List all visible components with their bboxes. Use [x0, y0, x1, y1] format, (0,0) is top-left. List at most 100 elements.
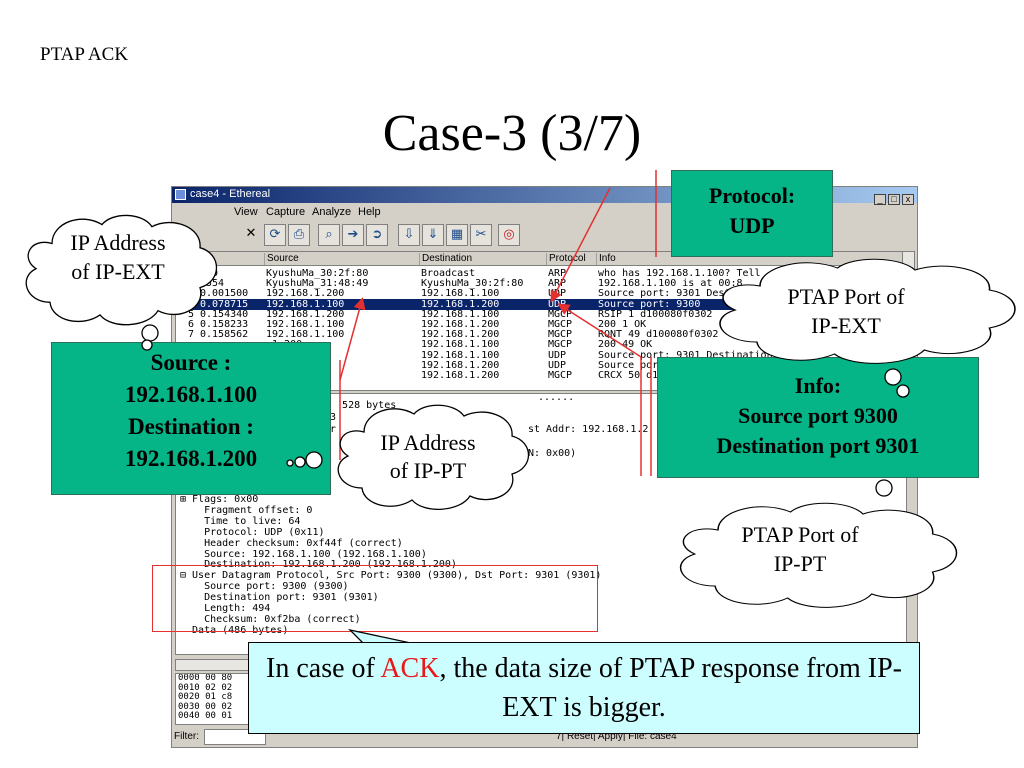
packet-source: 192.168.1.100: [266, 329, 345, 341]
packet-destination: Broadcast: [421, 268, 476, 279]
hex-row: 0010 02 02: [178, 682, 233, 693]
info-box-line: Info:: [794, 373, 842, 398]
menu-analyze[interactable]: Analyze: [312, 206, 352, 218]
app-icon: [175, 189, 186, 200]
detail-line[interactable]: Data (486 bytes): [180, 624, 289, 636]
packet-protocol: MGCP: [548, 370, 573, 381]
go-forward-icon[interactable]: ➔: [342, 224, 364, 246]
packet-destination: KyushuMa_30:2f:80: [421, 278, 524, 290]
packet-row[interactable]: 0554 KyushuMa_31:48:49 KyushuMa_30:2f:80 AR…: [176, 278, 906, 289]
packet-protocol: UDP: [548, 298, 567, 310]
source-box-line: 192.168.1.100: [124, 382, 258, 407]
detail-line[interactable]: Length: 494: [180, 603, 271, 614]
packet-source: KyushuMa_31:48:49: [266, 278, 369, 290]
packet-destination: 192.168.1.100: [421, 308, 500, 320]
cloud-ip-pt-bubble: [294, 456, 306, 468]
go-to-packet-icon[interactable]: ➲: [366, 224, 388, 246]
packet-protocol: ARP: [548, 268, 567, 279]
packet-info: 192.168.1.100 is at 00:8: [598, 278, 743, 290]
close-button[interactable]: x: [902, 194, 914, 205]
packet-protocol: MGCP: [548, 329, 573, 341]
info-box: Info: Source port 9300 Destination port …: [657, 357, 979, 478]
column-source[interactable]: Source: [264, 253, 299, 265]
packet-protocol: ARP: [548, 278, 567, 290]
hex-row: 0030 00 02: [178, 701, 233, 712]
cloud-ip-ext-line1: IP Address: [70, 230, 165, 255]
print-icon[interactable]: ⎙: [288, 224, 310, 246]
packet-source: 192.168.1.200: [266, 308, 345, 320]
column-protocol[interactable]: Protocol: [546, 253, 586, 265]
packet-destination: 192.168.1.200: [421, 319, 500, 330]
packet-info: who has 192.168.1.100? Tell: [598, 268, 761, 279]
protocol-arrow: [550, 187, 611, 303]
hex-row: 0000 00 80: [178, 673, 233, 683]
source-arrow: [339, 297, 366, 381]
packet-protocol: UDP: [548, 349, 567, 361]
info-arrow: [557, 303, 642, 358]
pane-divider-dots[interactable]: ......: [538, 393, 575, 403]
bottom-callout-highlight: ACK: [380, 653, 440, 684]
detail-line[interactable]: Destination: 192.168.1.200 (192.168.1.20…: [180, 559, 457, 571]
detail-line[interactable]: ⊟ User Datagram Protocol, Src Port: 9300…: [180, 570, 602, 582]
detail-fragment: N: 0x00): [528, 448, 577, 459]
menu-help[interactable]: Help: [358, 206, 381, 218]
bottom-callout: In case of ACK, the data size of PTAP re…: [248, 642, 920, 734]
find-icon[interactable]: ⌕: [318, 224, 340, 246]
cloud-ip-ext-bubble: [141, 324, 159, 342]
capture-filter-icon[interactable]: ⇩: [398, 224, 420, 246]
filter-label: Filter:: [174, 731, 199, 742]
display-filter-icon[interactable]: ⇓: [422, 224, 444, 246]
detail-line[interactable]: Fragment offset: 0: [180, 504, 313, 516]
packet-destination: 192.168.1.100: [421, 339, 500, 351]
detail-line[interactable]: ⊞ Flags: 0x00: [180, 494, 259, 505]
column-info[interactable]: Info: [596, 253, 616, 265]
packet-time: 0.078715: [200, 298, 249, 310]
detail-line[interactable]: Time to live: 64: [180, 515, 301, 527]
packet-info: Source por: [598, 359, 659, 371]
status-text: 7| Reset| Apply| File: case4: [556, 731, 677, 742]
reload-icon[interactable]: ⟳: [264, 224, 286, 246]
packet-info: Source port: 9300: [598, 298, 701, 310]
detail-line[interactable]: Protocol: UDP (0x11): [180, 526, 325, 538]
help-icon[interactable]: ◎: [498, 224, 520, 246]
menu-capture[interactable]: Capture: [266, 206, 306, 218]
menu-view[interactable]: View: [234, 206, 258, 218]
packet-source: 192.168.1.100: [266, 298, 345, 310]
bottom-callout-pre: In case of: [266, 653, 381, 684]
preferences-icon[interactable]: ✂: [470, 224, 492, 246]
detail-line[interactable]: Source: 192.168.1.100 (192.168.1.100): [180, 548, 427, 560]
source-box-line: Source :: [150, 350, 232, 375]
packet-time: 0554: [200, 278, 225, 290]
udp-section-highlight: [152, 565, 598, 632]
menu-bar: View Capture Analyze Help: [172, 204, 917, 221]
packet-number: 6: [188, 319, 195, 330]
cloud-ptap-pt-line1: PTAP Port of: [741, 522, 859, 547]
cloud-ptap-pt-bubble: [875, 479, 893, 497]
detail-line[interactable]: Header checksum: 0xf44f (correct): [180, 537, 403, 549]
packet-info: 200 1 OK: [598, 319, 647, 330]
protocol-box-line: UDP: [729, 213, 775, 238]
packet-destination: 192.168.1.200: [421, 370, 500, 381]
detail-line[interactable]: Source port: 9300 (9300): [180, 581, 349, 593]
maximize-button[interactable]: □: [888, 194, 900, 205]
detail-line[interactable]: Destination port: 9301 (9301): [180, 592, 379, 604]
cloud-ptap-ext-line1: PTAP Port of: [787, 284, 905, 309]
column-destination[interactable]: Destination: [419, 253, 472, 265]
packet-destination: 192.168.1.200: [421, 359, 500, 371]
packet-number: 5: [188, 308, 195, 320]
source-box-line: Destination :: [128, 414, 254, 439]
cloud-ptap-ext-bubble: [896, 384, 910, 398]
packet-info: Source port: 9301 Destination: [598, 349, 773, 361]
detail-line[interactable]: Checksum: 0xf2ba (correct): [180, 613, 361, 625]
packet-info: RSIP 1 d100080f0302: [598, 308, 713, 320]
packet-number: 7: [188, 329, 195, 341]
coloring-rules-icon[interactable]: ▦: [446, 224, 468, 246]
cloud-ip-ext-line2: of IP-EXT: [71, 259, 165, 284]
close-capture-icon[interactable]: ✕: [245, 226, 257, 241]
minimize-button[interactable]: _: [874, 194, 886, 205]
